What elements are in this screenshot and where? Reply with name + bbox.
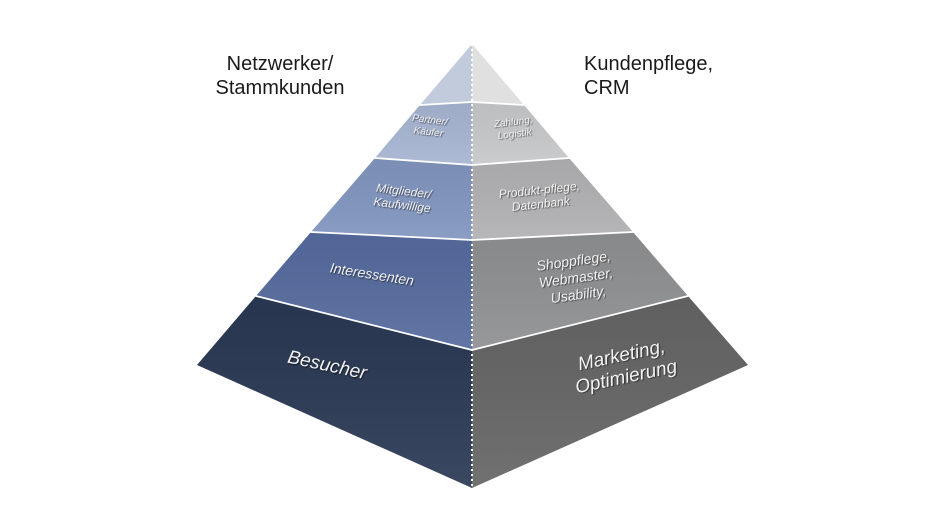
annotation-kundenpflege-crm: Kundenpflege, CRM	[584, 52, 884, 100]
pyramid-level-1-right-face	[472, 44, 524, 105]
level-divider-lines	[255, 101, 689, 351]
annotation-line: Kundenpflege,	[584, 53, 714, 75]
annotation-line: Netzwerker/	[226, 53, 334, 75]
label-shoppflege-webmaster-usability: Shoppflege, Webmaster, Usability,	[535, 248, 616, 309]
annotation-netzwerker-stammkunden: Netzwerker/ Stammkunden	[130, 52, 430, 100]
label-zahlung-logistik: Zahlung, Logistik	[493, 115, 535, 144]
pyramid-level-1-left-face	[420, 44, 472, 105]
label-partner-kaeufer: Partner/ Käufer	[410, 113, 448, 141]
annotation-line: CRM	[584, 77, 630, 99]
annotation-line: Stammkunden	[215, 77, 345, 99]
